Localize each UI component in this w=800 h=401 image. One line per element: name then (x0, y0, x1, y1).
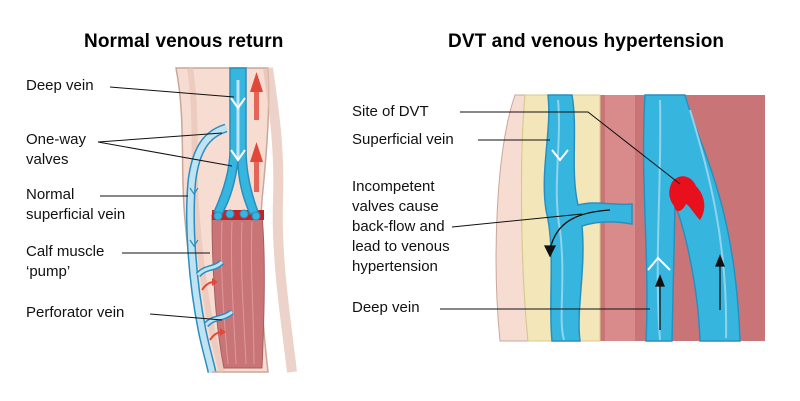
label-superficial-vein: Superficial vein (352, 131, 454, 148)
label-incompetent-line3: back-flow and (352, 218, 445, 235)
label-perforator-vein: Perforator vein (26, 304, 125, 321)
dvt-clot (669, 176, 705, 220)
label-incompetent-line2: valves cause (352, 198, 439, 215)
right-panel-title: DVT and venous hypertension (448, 31, 725, 52)
left-panel-title: Normal venous return (84, 31, 284, 52)
label-normal-superficial-vein-line2: superficial vein (26, 206, 126, 223)
label-incompetent-line5: hypertension (352, 258, 438, 275)
right-leader-lines (440, 111, 681, 310)
flow-arrows-red (201, 72, 263, 341)
label-deep-vein: Deep vein (26, 77, 94, 94)
label-incompetent-line4: lead to venous (352, 238, 450, 255)
label-normal-superficial-vein-line1: Normal (26, 186, 75, 203)
leg-inner-skin (187, 67, 225, 373)
muscle-top-band (212, 210, 264, 220)
label-one-way-valves-line1: One-way (26, 131, 87, 148)
calf-muscle (211, 214, 265, 369)
label-calf-muscle-line2: ‘pump’ (26, 263, 71, 280)
superficial-vein-right (543, 94, 633, 342)
label-site-of-dvt: Site of DVT (352, 103, 429, 120)
left-leader-lines (97, 86, 235, 321)
label-incompetent-line1: Incompetent (352, 178, 435, 195)
label-calf-muscle-line1: Calf muscle (26, 243, 105, 260)
label-one-way-valves-line2: valves (26, 151, 69, 168)
flow-arrows-black (543, 209, 725, 330)
leg-right-skin (263, 67, 297, 373)
label-deep-vein-right: Deep vein (352, 299, 420, 316)
deep-vein-right (642, 94, 741, 342)
